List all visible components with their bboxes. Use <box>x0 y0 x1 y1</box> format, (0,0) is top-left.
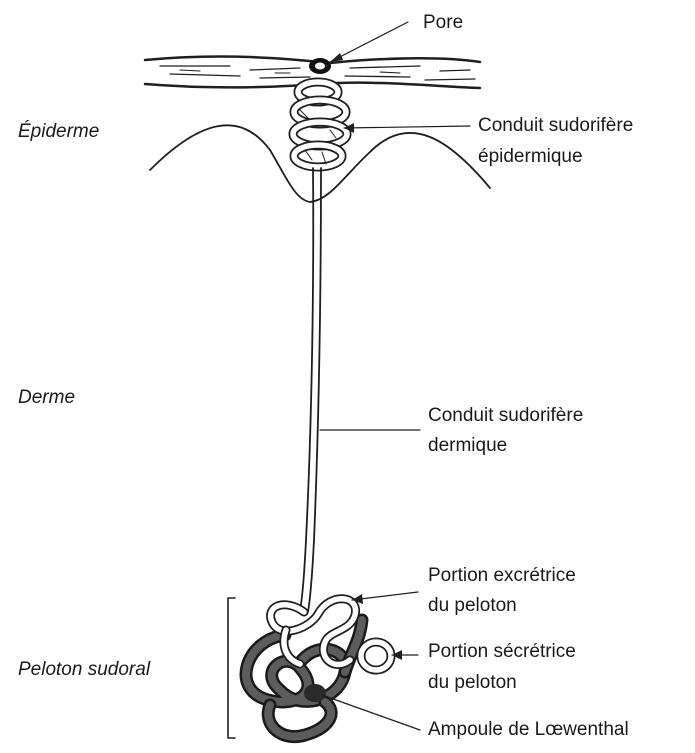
ampoule-lowenthal <box>304 684 326 702</box>
label-conduit-dermique-line1: Conduit sudorifère <box>428 405 583 426</box>
label-conduit-epidermique-line1: Conduit sudorifère <box>478 115 633 136</box>
label-portion-excretrice-line2: du peloton <box>428 595 517 616</box>
secretory-coil <box>246 620 362 737</box>
region-derme: Derme <box>18 387 75 408</box>
label-conduit-dermique-line2: dermique <box>428 435 507 456</box>
epidermal-spiral-duct <box>293 82 347 167</box>
region-epiderme: Épiderme <box>18 121 99 142</box>
pore <box>309 58 331 74</box>
label-portion-excretrice-line1: Portion excrétrice <box>428 565 576 586</box>
excretory-coil <box>271 599 391 670</box>
label-pore: Pore <box>423 12 463 33</box>
label-ampoule: Ampoule de Lœwenthal <box>428 719 629 740</box>
region-peloton-sudoral: Peloton sudoral <box>18 659 151 680</box>
dermal-duct <box>300 168 321 612</box>
label-conduit-epidermique-line2: épidermique <box>478 146 583 167</box>
label-portion-secretrice-line2: du peloton <box>428 672 517 693</box>
peloton-bracket <box>228 598 235 738</box>
label-portion-secretrice-line1: Portion sécrétrice <box>428 641 576 662</box>
